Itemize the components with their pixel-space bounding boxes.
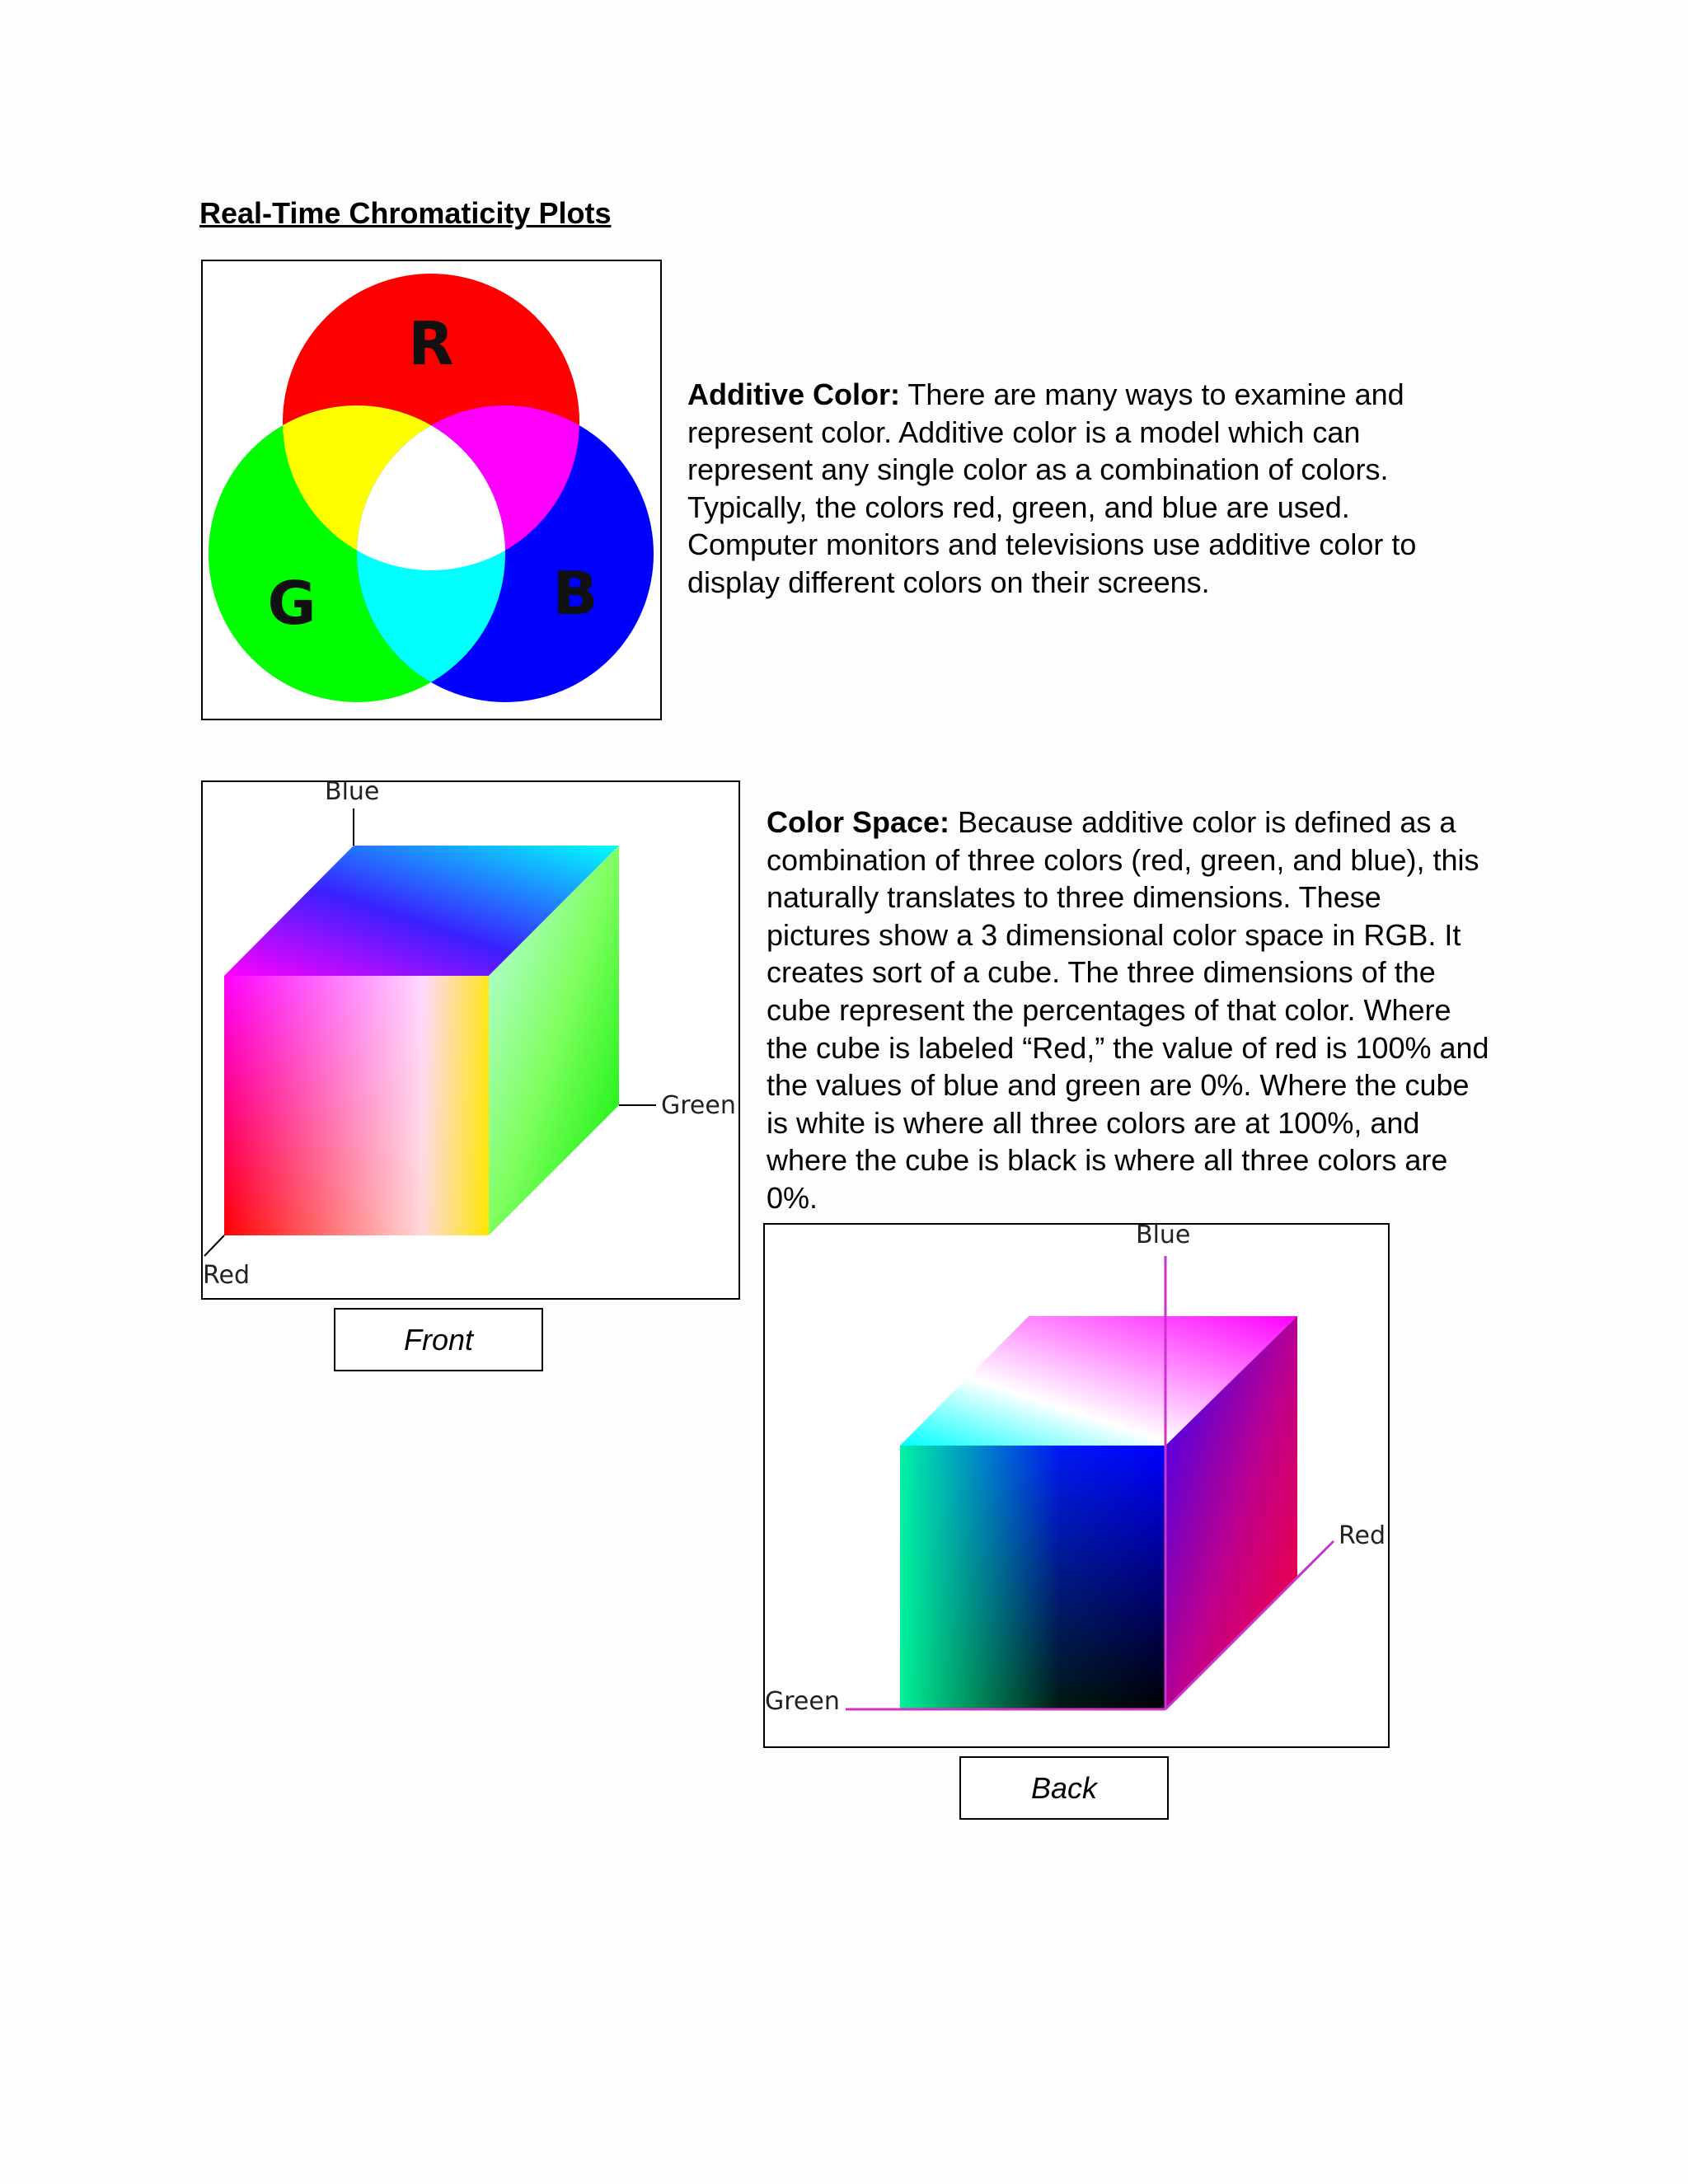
back-axis-label-red: Red [1339,1521,1386,1550]
venn-label-b: B [553,559,598,628]
color-space-body: Because additive color is defined as a c… [767,805,1489,1215]
front-caption: Front [334,1308,543,1371]
venn-diagram: R G B [209,274,654,702]
back-red-axis-line [1164,1540,1335,1711]
front-cube-figure: Blue Green Red [201,777,740,1300]
front-axis-label-green: Green [661,1091,736,1120]
front-axis-label-red: Red [203,1261,250,1290]
back-cube-front-face-green [900,1446,1165,1709]
white-center [357,405,505,570]
page-title: Real-Time Chromaticity Plots [199,196,612,230]
additive-color-venn-figure: R G B [201,260,662,720]
venn-label-r: R [408,309,453,378]
front-cube-front-face-light [224,976,489,1235]
venn-label-g: G [267,569,316,638]
back-cube-top-face [900,1316,1297,1446]
front-rgb-cube [204,808,656,1257]
front-red-axis-line [204,1235,225,1257]
back-rgb-cube [846,1256,1335,1711]
additive-color-body: There are many ways to examine and repre… [687,377,1417,599]
color-space-paragraph: Color Space: Because additive color is d… [767,804,1492,1217]
back-cube-figure: Blue Red Green [763,1221,1390,1748]
color-space-heading: Color Space: [767,805,950,839]
front-axis-label-blue: Blue [325,777,380,806]
front-cube-top-face [224,846,619,976]
back-caption: Back [959,1756,1169,1820]
front-cube-side-face [489,846,619,1235]
additive-color-heading: Additive Color: [687,377,900,411]
back-axis-label-blue: Blue [1136,1221,1191,1249]
additive-color-paragraph: Additive Color: There are many ways to e… [687,376,1479,602]
back-cube-side-face [1165,1316,1297,1709]
back-axis-label-green: Green [765,1687,840,1716]
